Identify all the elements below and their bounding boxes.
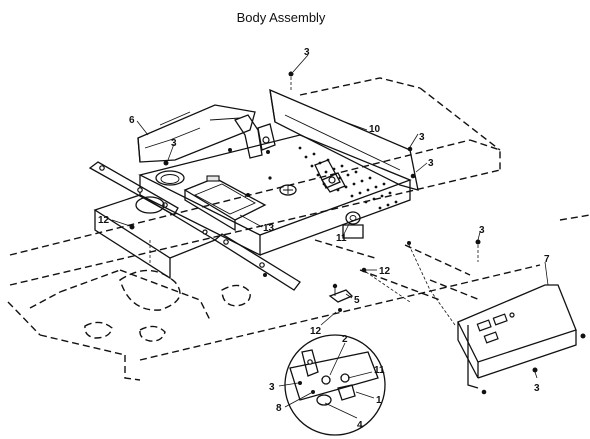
perforation-hole — [360, 179, 364, 183]
perforation-hole — [340, 164, 344, 168]
perforation-hole — [312, 152, 316, 156]
perforation-hole — [310, 164, 314, 168]
callout-3: 3 — [479, 225, 485, 236]
detail-inset — [284, 334, 386, 436]
callout-3: 3 — [419, 132, 425, 143]
perforation-hole — [366, 188, 370, 192]
standoff-part — [328, 283, 354, 312]
callout-11: 11 — [336, 233, 347, 244]
perforation-hole — [372, 197, 376, 201]
callout-8: 8 — [276, 403, 282, 414]
perforation-hole — [394, 200, 398, 204]
callout-7: 7 — [544, 254, 550, 265]
perforation-hole — [386, 203, 390, 207]
callout-12: 12 — [379, 266, 391, 277]
rear-deflector — [269, 88, 419, 191]
callout-6: 6 — [129, 115, 135, 126]
perforation-hole — [324, 170, 328, 174]
callout-labels: 3 6 10 3 3 3 12 13 11 3 12 7 5 12 2 11 3… — [98, 47, 550, 431]
perforation-hole — [354, 170, 358, 174]
callout-3: 3 — [304, 47, 310, 58]
perforation-hole — [346, 173, 350, 177]
callout-2: 2 — [342, 334, 348, 345]
perforated-panel — [298, 146, 398, 210]
callout-4: 4 — [357, 420, 363, 431]
front-shroud — [137, 104, 256, 163]
callout-1: 1 — [376, 395, 382, 406]
perforation-hole — [350, 194, 354, 198]
callout-10: 10 — [369, 124, 381, 135]
perforation-hole — [388, 191, 392, 195]
callout-11: 11 — [374, 365, 385, 376]
hinge-brackets — [234, 114, 346, 193]
callout-3: 3 — [269, 382, 275, 393]
perforation-hole — [382, 182, 386, 186]
perforation-hole — [380, 194, 384, 198]
perforation-hole — [352, 182, 356, 186]
side-cover — [457, 284, 577, 389]
loose-hardware — [129, 71, 586, 395]
center-strap — [213, 233, 301, 291]
page-title: Body Assembly — [236, 10, 326, 25]
leader-lines — [111, 54, 549, 419]
frame-outline — [7, 77, 590, 381]
perforation-hole — [316, 173, 320, 177]
perforation-hole — [298, 146, 302, 150]
callout-5: 5 — [354, 295, 360, 306]
callout-13: 13 — [263, 223, 275, 234]
callout-12: 12 — [98, 215, 110, 226]
perforation-hole — [364, 200, 368, 204]
bushing-assembly — [342, 211, 364, 239]
callout-3: 3 — [428, 158, 434, 169]
callout-12: 12 — [310, 326, 322, 337]
callout-3: 3 — [534, 383, 540, 394]
perforation-hole — [368, 176, 372, 180]
perforation-hole — [358, 191, 362, 195]
perforation-hole — [378, 206, 382, 210]
deck-plate — [138, 134, 412, 257]
front-crossbar — [93, 194, 217, 280]
perforation-hole — [304, 155, 308, 159]
battery-tray — [183, 175, 267, 232]
callout-3: 3 — [171, 138, 177, 149]
perforation-hole — [374, 185, 378, 189]
